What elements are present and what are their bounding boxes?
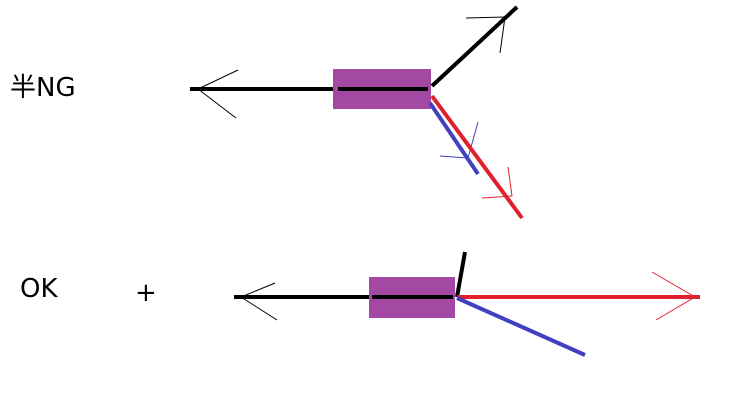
top-blue-branch xyxy=(428,101,480,176)
bottom-black-branch xyxy=(455,251,467,298)
label-half-ng: 半NG xyxy=(10,73,76,103)
bottom-red-arrowhead xyxy=(651,271,696,321)
top-black-branch xyxy=(430,5,519,88)
top-black-branch-arrowhead xyxy=(465,16,506,54)
top-left-arrowhead xyxy=(197,69,239,119)
label-ok: OK xyxy=(20,274,58,304)
bottom-blue-branch xyxy=(456,296,586,357)
top-diagram xyxy=(190,5,524,220)
top-red-branch xyxy=(430,94,524,220)
top-blue-branch-arrowhead xyxy=(439,121,479,159)
top-red-branch-arrowhead xyxy=(481,166,513,199)
bottom-left-arrowhead xyxy=(239,282,278,321)
label-plus: + xyxy=(135,278,157,308)
bottom-diagram xyxy=(234,251,700,357)
